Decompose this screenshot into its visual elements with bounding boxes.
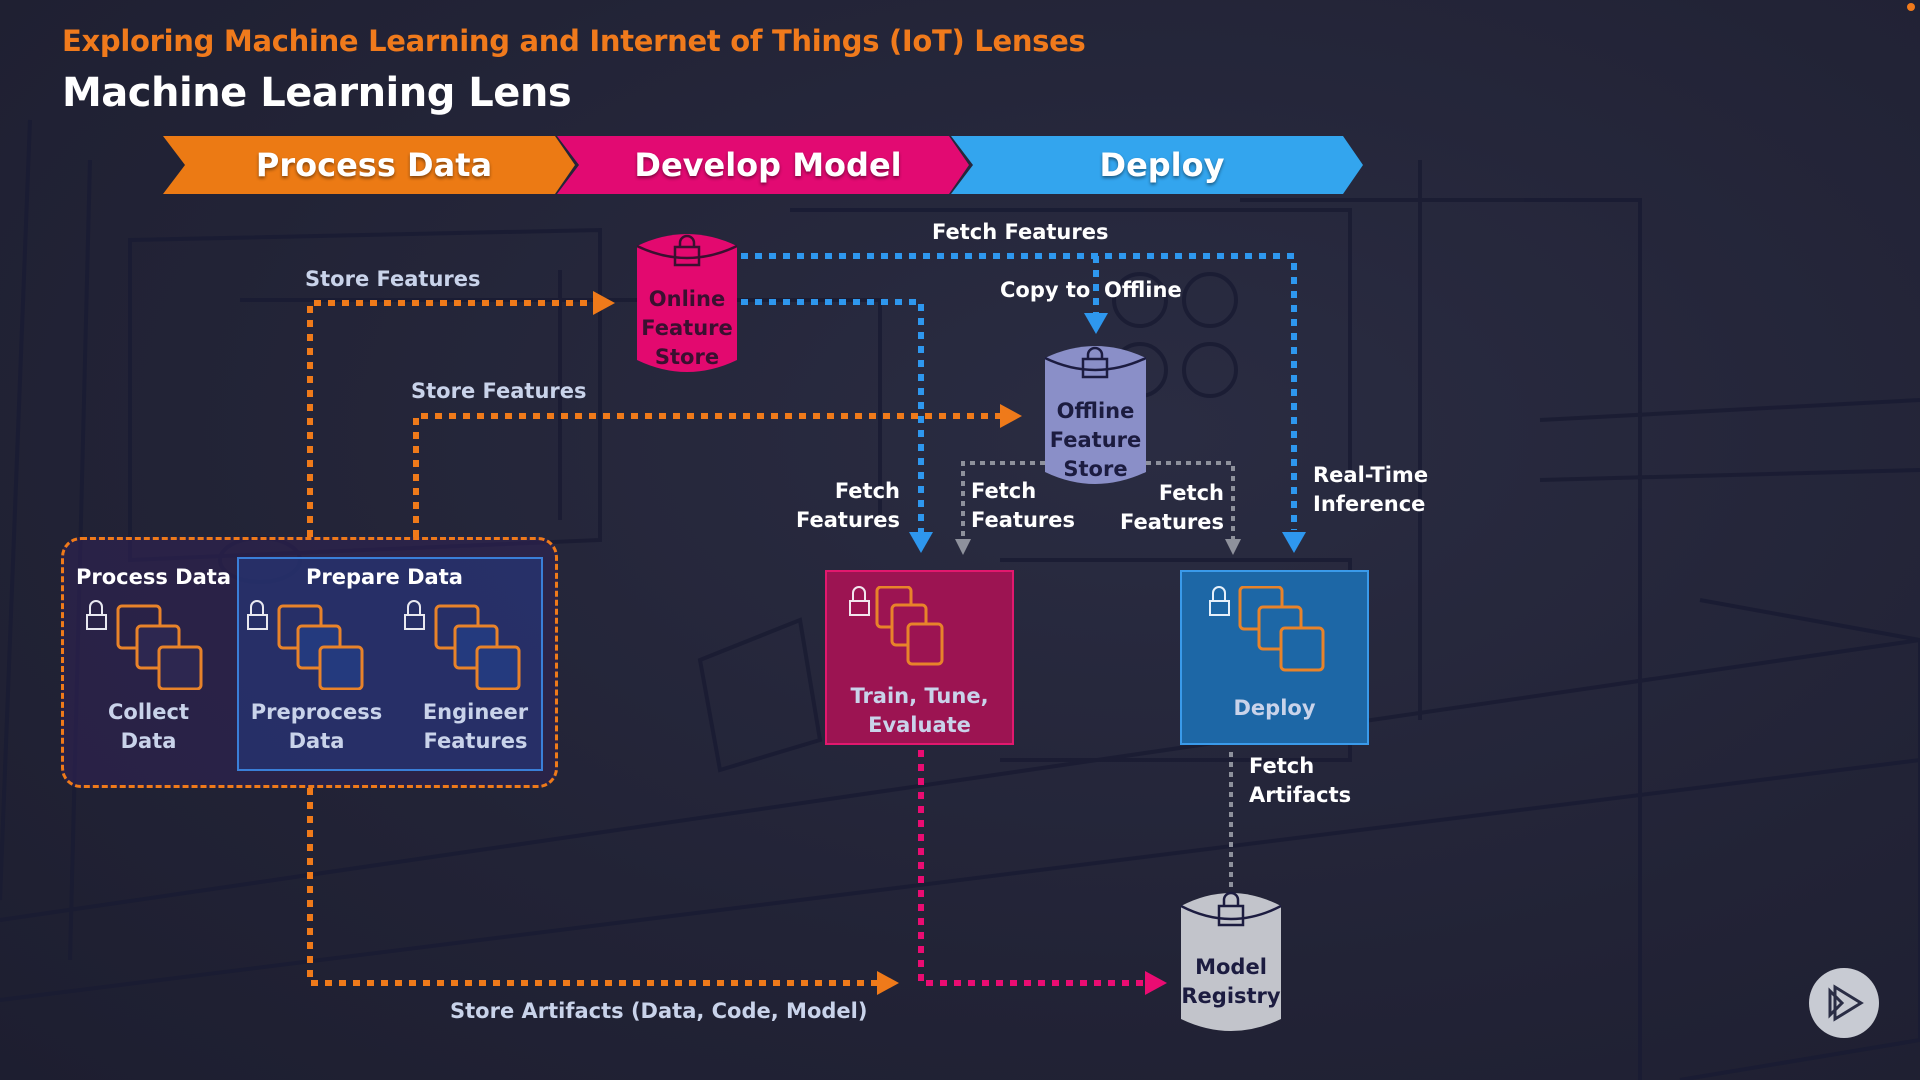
step-preprocess-data: Preprocess Data: [244, 600, 389, 760]
step-engineer-features: Engineer Features: [403, 600, 548, 760]
label-fetch-features-b: Fetch Features: [971, 479, 1075, 532]
label-real-time-inference: Real-Time Inference: [1313, 463, 1429, 516]
arrowhead-icon: [1282, 532, 1306, 553]
course-subtitle: Exploring Machine Learning and Internet …: [62, 24, 1086, 58]
arrowhead-icon: [955, 539, 971, 555]
step-collect-data: Collect Data: [86, 600, 211, 760]
prepare-data-title: Prepare Data: [306, 565, 463, 589]
lock-icon: [673, 234, 701, 267]
processing-stack-icon: [247, 600, 364, 690]
connector-fetch-features-realtime: [741, 253, 1297, 530]
label-copy-to: Copy to: [1000, 278, 1091, 302]
arrowhead-icon: [1225, 539, 1241, 555]
play-logo-icon: [1809, 968, 1879, 1038]
label-offline: Offline: [1104, 278, 1182, 302]
model-registry: Model Registry: [1181, 888, 1281, 1035]
label-fetch-features-c: Fetch Features: [1120, 481, 1224, 534]
play-logo-glyph: [1828, 984, 1864, 1022]
connector-store-features-online: [307, 300, 600, 537]
process-data-title: Process Data: [76, 565, 231, 589]
phase-process-data: Process Data: [163, 136, 575, 194]
connector-fetch-features-train-online: [741, 299, 924, 535]
arrowhead-icon: [1145, 971, 1167, 995]
label-store-features-offline: Store Features: [411, 379, 587, 403]
label-fetch-artifacts: Fetch Artifacts: [1249, 754, 1352, 807]
connector-fetch-features-train-offline: [961, 461, 1045, 540]
train-tune-evaluate-box: Train, Tune, Evaluate: [825, 570, 1014, 745]
processing-stack-icon: [86, 600, 203, 690]
connector-store-features-offline: [413, 413, 1005, 537]
arrowhead-icon: [1084, 313, 1108, 334]
arrowhead-icon: [1000, 404, 1022, 428]
processing-stack-icon: [404, 600, 521, 690]
phase-develop-model: Develop Model: [557, 136, 969, 194]
lock-icon: [1081, 346, 1109, 379]
connector-store-artifacts-data: [307, 788, 880, 986]
phase-label: Deploy: [1099, 146, 1225, 184]
lock-icon: [1217, 891, 1245, 927]
processing-stack-icon: [1209, 586, 1325, 672]
label-store-features-online: Store Features: [305, 267, 481, 291]
database-cylinder-icon: [1045, 346, 1146, 484]
connector-store-artifacts-model: [918, 750, 1148, 986]
database-cylinder-icon: [1181, 893, 1281, 1031]
processing-stack-icon: [849, 586, 944, 666]
phase-label: Develop Model: [634, 146, 902, 184]
database-cylinder-icon: [637, 234, 737, 372]
arrowhead-icon: [909, 532, 933, 553]
deploy-box: Deploy: [1180, 570, 1369, 745]
phase-deploy: Deploy: [951, 136, 1363, 194]
phase-label: Process Data: [255, 146, 493, 184]
corner-indicator-dot: [1907, 3, 1915, 11]
arrowhead-icon: [877, 971, 899, 995]
label-store-artifacts: Store Artifacts (Data, Code, Model): [450, 999, 868, 1023]
slide-title: Machine Learning Lens: [62, 70, 572, 116]
online-feature-store: Online Feature Store: [637, 230, 737, 376]
offline-feature-store: Offline Feature Store: [1045, 342, 1146, 488]
label-fetch-features-top: Fetch Features: [932, 220, 1109, 244]
label-fetch-features-a: Fetch Features: [796, 479, 900, 532]
arrowhead-icon: [593, 291, 615, 315]
